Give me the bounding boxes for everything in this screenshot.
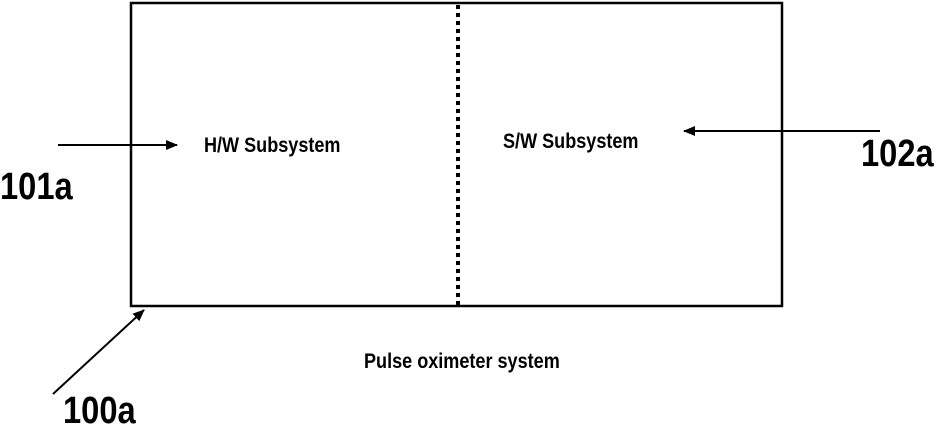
sw-subsystem-label: S/W Subsystem [503,130,638,154]
system-caption: Pulse oximeter system [364,350,560,374]
system-reference-label: 100a [63,390,136,433]
hw-reference-label: 101a [0,166,73,209]
hw-subsystem-label: H/W Subsystem [204,134,340,158]
sw-reference-label: 102a [861,133,934,176]
system-arrow [53,310,144,394]
